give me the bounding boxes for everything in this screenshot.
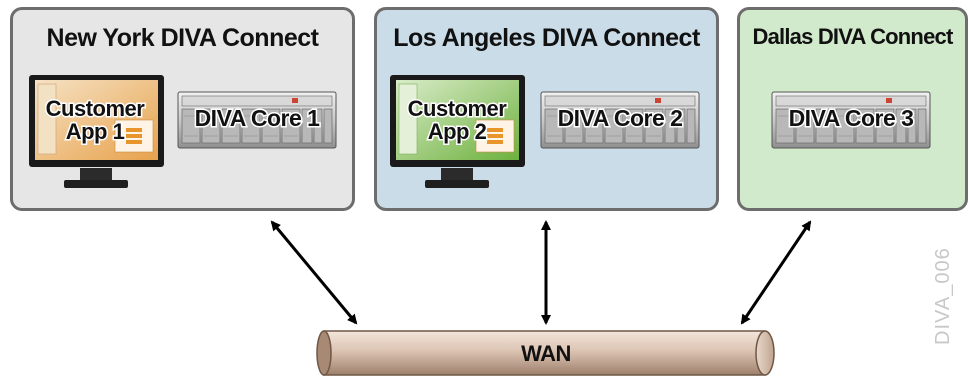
app-label-los-angeles-line1: Customer	[408, 96, 508, 121]
site-title-new-york: New York DIVA Connect	[46, 24, 319, 52]
core-label-new-york: DIVA Core 1	[195, 105, 321, 131]
figure-id-watermark: DIVA_006	[932, 247, 954, 345]
core-label-dallas: DIVA Core 3	[789, 105, 914, 131]
site-title-los-angeles: Los Angeles DIVA Connect	[393, 24, 700, 52]
wan-label: WAN	[521, 341, 571, 366]
link-arrow-new-york	[270, 220, 358, 325]
link-arrow-dallas	[740, 220, 812, 325]
app-label-los-angeles-line2: App 2	[428, 119, 487, 144]
monitor-icon-new-york	[29, 75, 164, 188]
core-label-los-angeles: DIVA Core 2	[558, 105, 683, 131]
app-label-new-york-line1: Customer	[46, 96, 146, 121]
site-title-dallas: Dallas DIVA Connect	[752, 24, 954, 49]
app-label-new-york-line2: App 1	[66, 119, 125, 144]
monitor-icon-los-angeles	[390, 75, 525, 188]
wan-pipe	[316, 330, 775, 376]
